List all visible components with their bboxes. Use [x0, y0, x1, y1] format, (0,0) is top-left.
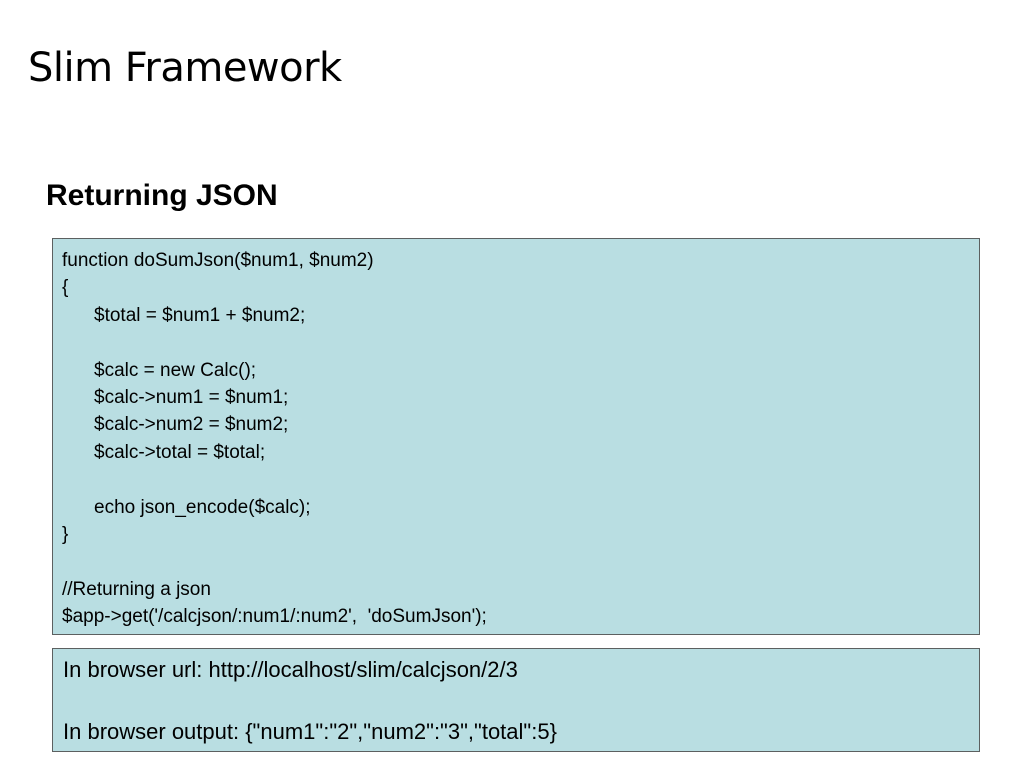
- code-line: }: [62, 523, 69, 545]
- code-line: $calc->num2 = $num2;: [94, 414, 289, 436]
- code-comment: //Returning a json: [62, 578, 211, 600]
- code-line-blank: [62, 466, 979, 493]
- code-line: function doSumJson($num1, $num2): [62, 250, 374, 271]
- code-line-blank: [62, 329, 979, 356]
- slide-subtitle: Returning JSON: [46, 179, 278, 212]
- output-box: In browser url: http://localhost/slim/ca…: [52, 648, 980, 752]
- code-line: $app->get('/calcjson/:num1/:num2', 'doSu…: [62, 606, 487, 628]
- browser-url-line: In browser url: http://localhost/slim/ca…: [63, 657, 518, 682]
- slide-title: Slim Framework: [28, 45, 342, 91]
- code-line: echo json_encode($calc);: [94, 496, 311, 518]
- browser-output-line: In browser output: {"num1":"2","num2":"3…: [63, 719, 557, 744]
- code-box: function doSumJson($num1, $num2) { $tota…: [52, 238, 980, 635]
- code-line: $calc = new Calc();: [94, 359, 257, 381]
- code-line-blank: [62, 548, 979, 575]
- code-line: $total = $num1 + $num2;: [94, 304, 306, 326]
- code-line: $calc->total = $total;: [94, 441, 266, 463]
- output-spacer: [63, 683, 979, 719]
- code-line: {: [62, 277, 69, 299]
- code-line: $calc->num1 = $num1;: [94, 386, 289, 408]
